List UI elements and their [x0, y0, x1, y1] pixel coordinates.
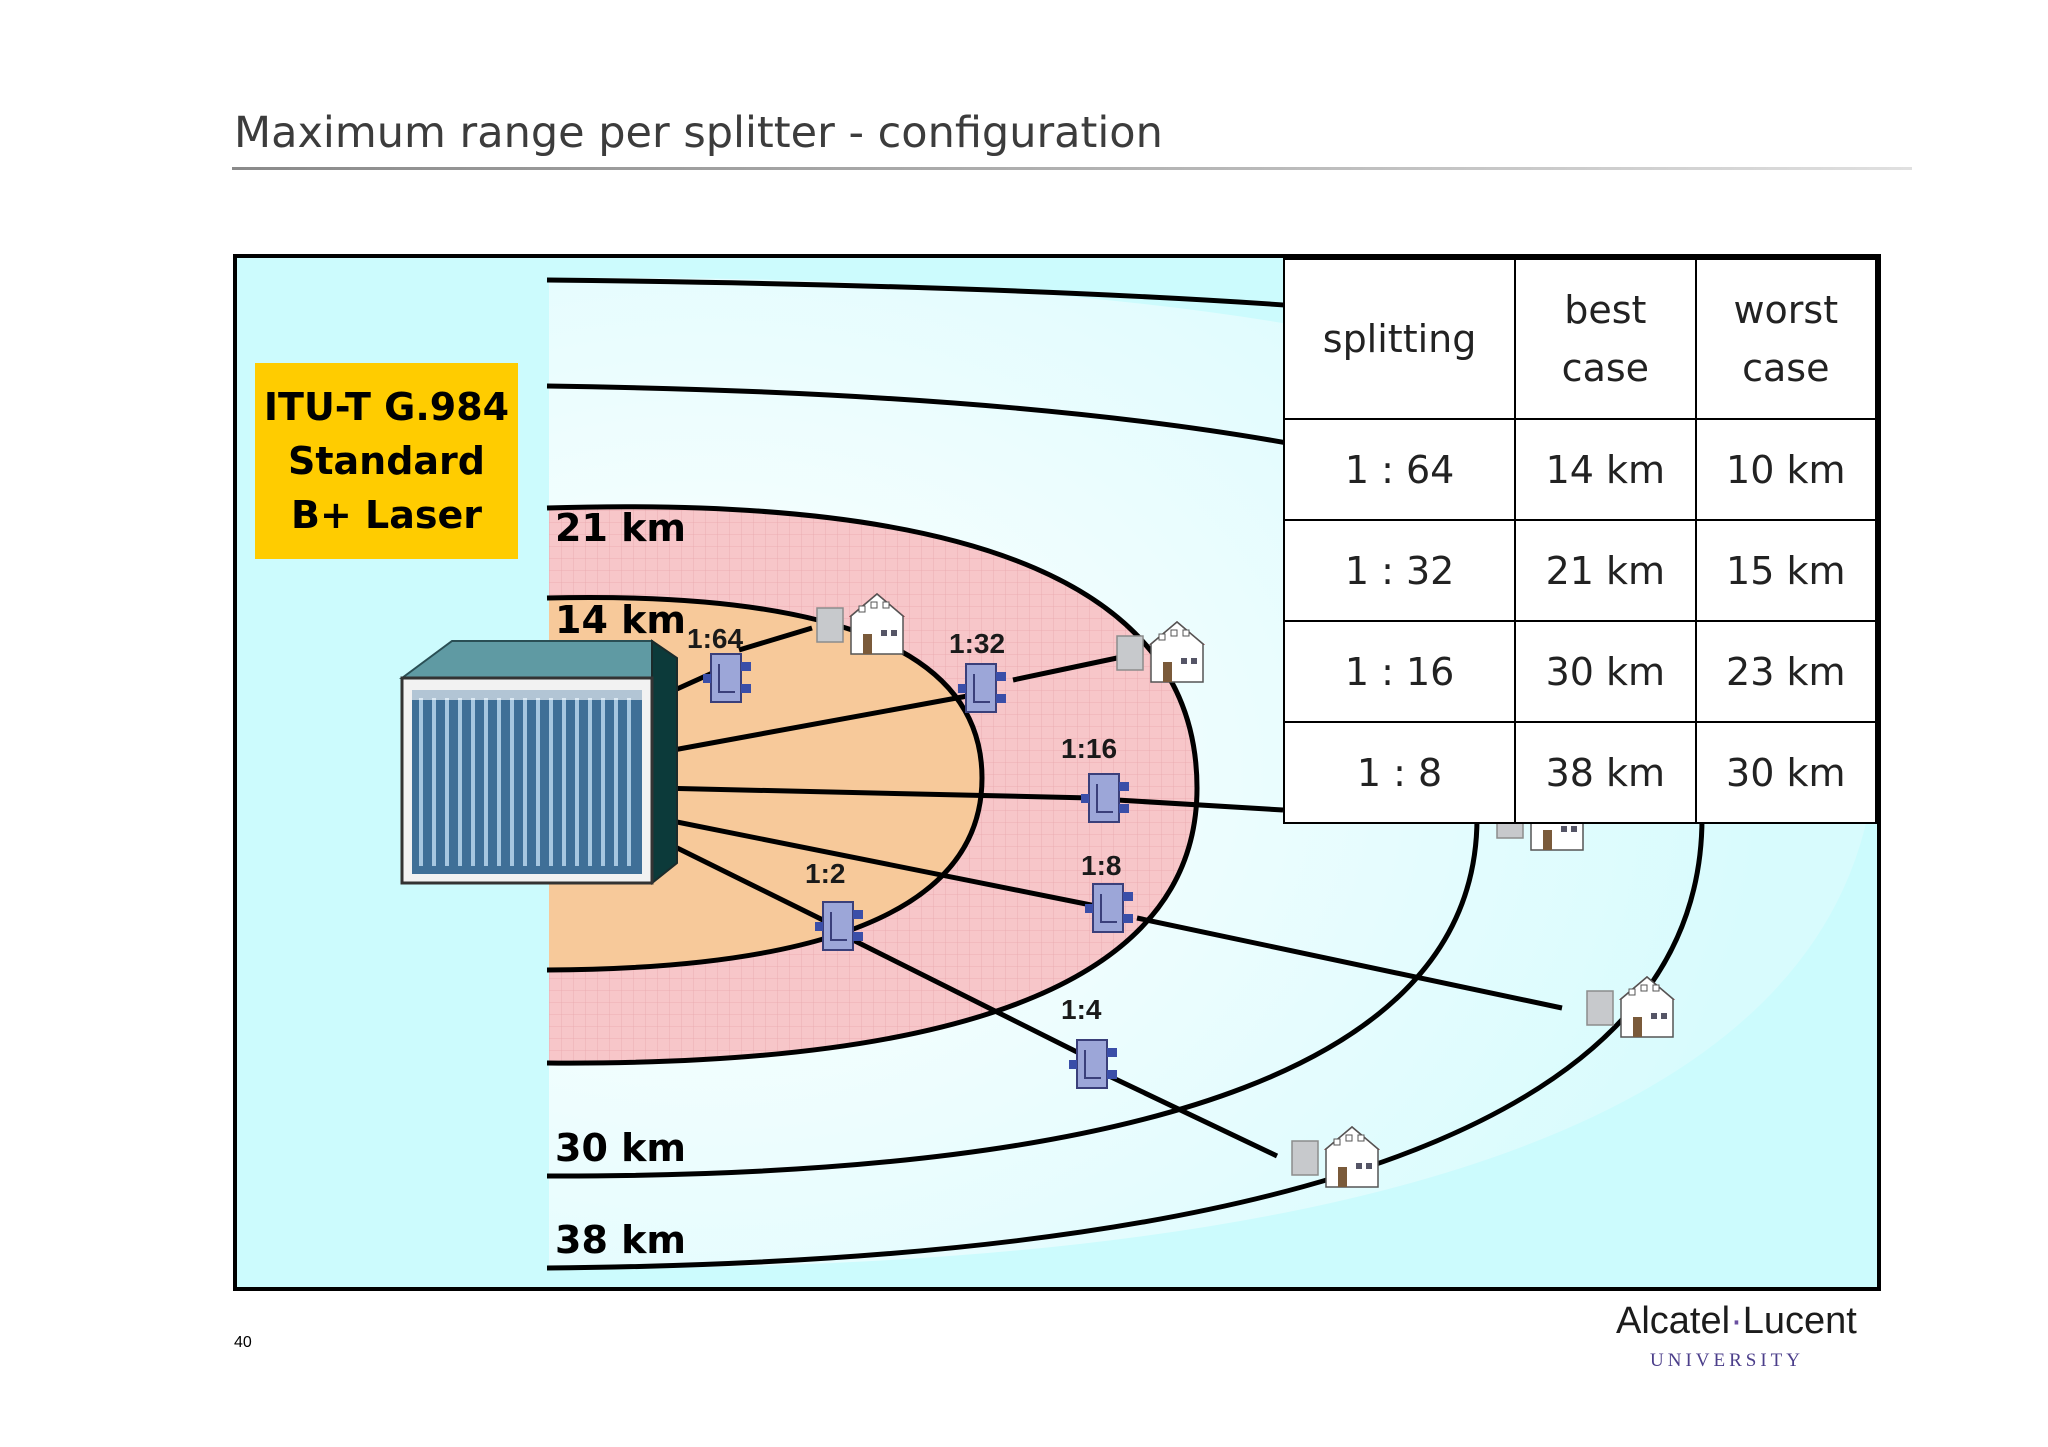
- table-cell-splitting: 1 : 64: [1282, 418, 1517, 521]
- slide-title: Maximum range per splitter - configurati…: [234, 108, 1163, 158]
- table-cell-worst: 15 km: [1694, 519, 1877, 622]
- diagram-frame: ITU-T G.984 Standard B+ Laser 21 km 14 k…: [233, 254, 1881, 1291]
- table-cell-best: 21 km: [1514, 519, 1697, 622]
- standard-box: ITU-T G.984 Standard B+ Laser: [255, 363, 518, 559]
- logo-brand-right: Lucent: [1742, 1300, 1857, 1342]
- splitter-label-1-64: 1:64: [687, 623, 744, 654]
- table-row: 1 : 8 38 km 30 km: [1282, 721, 1877, 824]
- table-row: 1 : 32 21 km 15 km: [1282, 519, 1877, 622]
- title-rule: [232, 167, 1912, 170]
- logo-university: UNIVERSITY: [1650, 1350, 1804, 1371]
- table-cell-splitting: 1 : 16: [1282, 620, 1517, 723]
- range-label-14km: 14 km: [555, 598, 686, 642]
- table-cell-splitting: 1 : 32: [1282, 519, 1517, 622]
- table-row: 1 : 16 30 km 23 km: [1282, 620, 1877, 723]
- range-label-38km: 38 km: [555, 1218, 686, 1262]
- page-number: 40: [234, 1334, 252, 1351]
- table-cell-worst: 10 km: [1694, 418, 1877, 521]
- alcatel-lucent-logo: Alcatel·Lucent: [1616, 1300, 1857, 1343]
- splitter-label-1-8: 1:8: [1081, 850, 1122, 881]
- standard-line-2: Standard: [287, 439, 485, 483]
- range-label-21km: 21 km: [555, 506, 686, 550]
- logo-dot: ·: [1730, 1300, 1743, 1342]
- table-row: 1 : 64 14 km 10 km: [1282, 418, 1877, 521]
- range-label-30km: 30 km: [555, 1126, 686, 1170]
- standard-line-1: ITU-T G.984: [263, 385, 510, 429]
- olt-rack-icon: [398, 639, 678, 886]
- table-cell-best: 14 km: [1514, 418, 1697, 521]
- splitter-label-1-2: 1:2: [805, 858, 846, 889]
- logo-brand-left: Alcatel: [1616, 1300, 1731, 1342]
- table-cell-splitting: 1 : 8: [1282, 721, 1517, 824]
- splitter-label-1-32: 1:32: [949, 628, 1006, 659]
- table-cell-worst: 23 km: [1694, 620, 1877, 723]
- splitter-label-1-4: 1:4: [1061, 994, 1102, 1025]
- table-header-splitting: splitting: [1282, 258, 1517, 420]
- table-cell-worst: 30 km: [1694, 721, 1877, 824]
- table-cell-best: 30 km: [1514, 620, 1697, 723]
- table-cell-best: 38 km: [1514, 721, 1697, 824]
- standard-line-3: B+ Laser: [290, 493, 483, 537]
- splitter-label-1-16: 1:16: [1061, 733, 1118, 764]
